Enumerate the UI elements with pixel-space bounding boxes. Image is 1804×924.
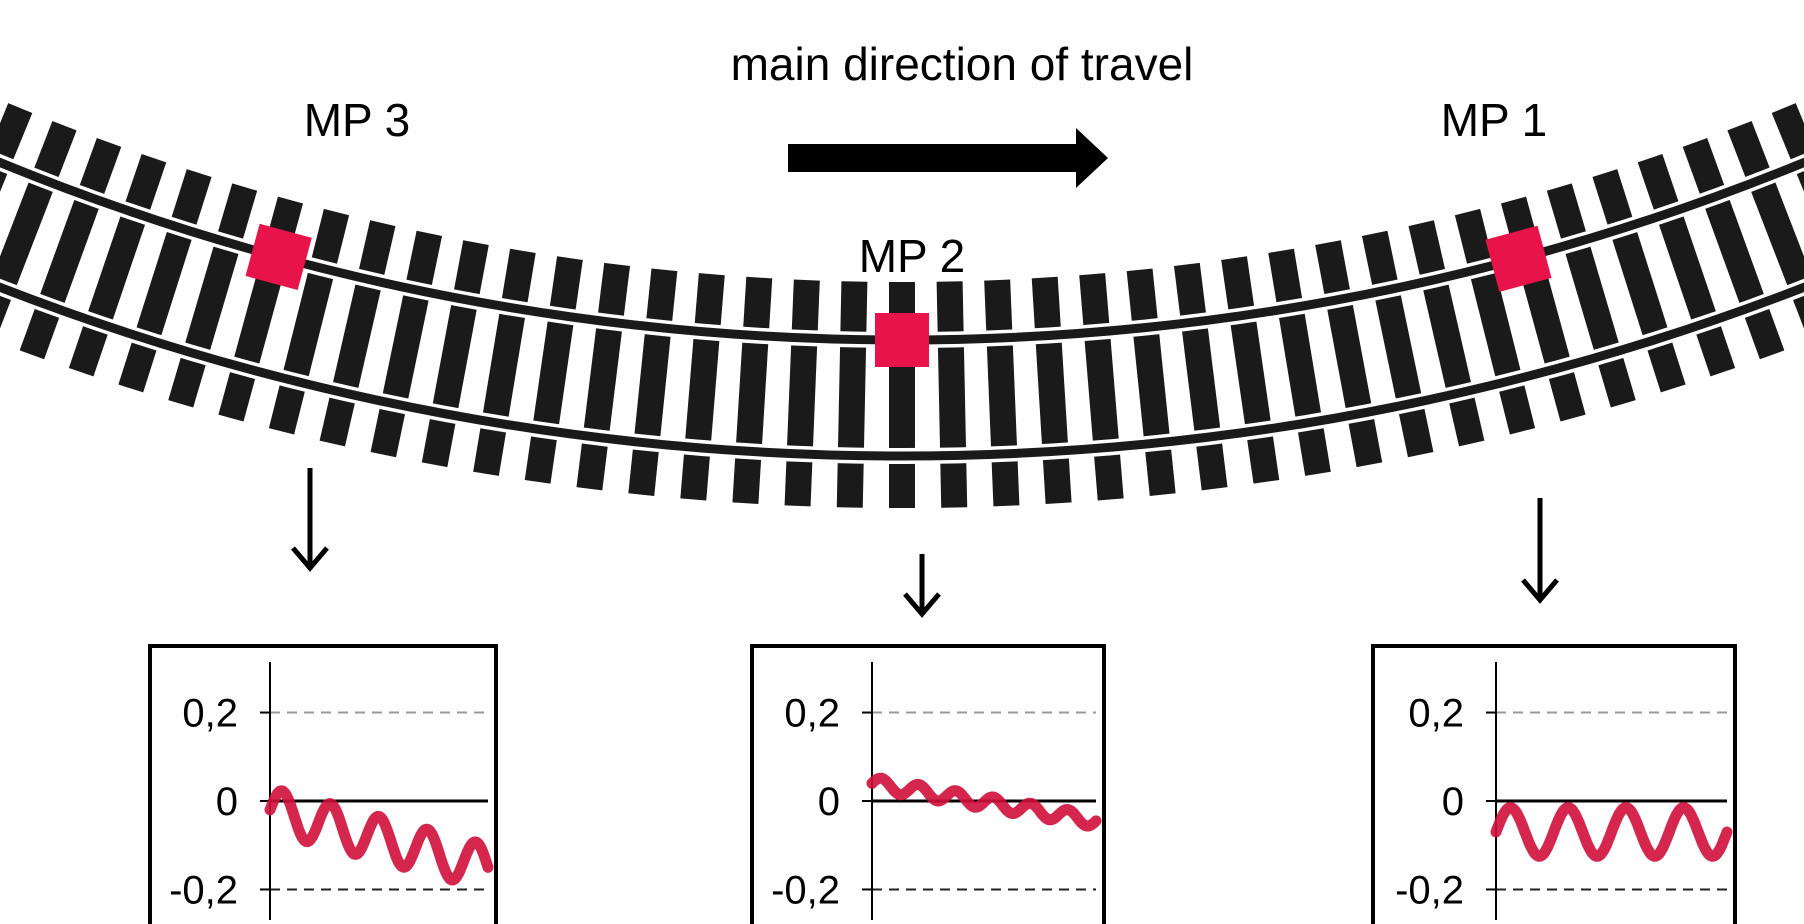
y-tick-label: -0,2 bbox=[1395, 868, 1464, 912]
sleeper bbox=[784, 279, 820, 507]
sleeper bbox=[370, 230, 443, 458]
measuring-point-marker bbox=[875, 313, 929, 367]
sleeper bbox=[1546, 183, 1636, 408]
sleeper bbox=[984, 279, 1020, 507]
sleeper bbox=[1727, 121, 1804, 329]
rail bbox=[0, 282, 1804, 461]
sleeper bbox=[1173, 262, 1228, 491]
sleeper bbox=[576, 262, 631, 491]
sleeper bbox=[732, 276, 773, 504]
measuring-point-markers bbox=[245, 223, 1552, 367]
sleeper bbox=[1637, 154, 1736, 377]
y-tick-label: 0 bbox=[818, 780, 840, 824]
sleeper bbox=[268, 208, 350, 435]
y-tick-label: 0 bbox=[216, 780, 238, 824]
sleeper bbox=[1315, 240, 1383, 468]
sleeper bbox=[0, 103, 33, 192]
mp1-plot: 0,2 0 -0,2 bbox=[1371, 644, 1737, 924]
sleeper bbox=[524, 256, 583, 484]
measuring-point-marker bbox=[1485, 225, 1552, 292]
sleeper bbox=[680, 273, 725, 501]
mp3-down-arrow bbox=[291, 468, 329, 572]
y-tick-label: -0,2 bbox=[169, 868, 238, 912]
direction-label: main direction of travel bbox=[731, 38, 1194, 90]
sleeper bbox=[421, 240, 489, 468]
sleeper bbox=[1126, 268, 1176, 496]
measuring-point-marker bbox=[245, 223, 312, 291]
y-tick-label: 0 bbox=[1442, 780, 1464, 824]
sleeper bbox=[1592, 169, 1686, 393]
sleeper bbox=[118, 169, 212, 393]
mp2-label: MP 2 bbox=[859, 230, 966, 282]
sleeper bbox=[1079, 273, 1124, 501]
sleeper bbox=[168, 183, 258, 408]
signal-trace bbox=[1490, 802, 1733, 862]
sleeper bbox=[1454, 208, 1536, 435]
sleeper bbox=[1221, 256, 1280, 484]
y-tick-label: 0,2 bbox=[1408, 692, 1464, 736]
sleeper bbox=[1682, 137, 1785, 360]
sleeper bbox=[1408, 220, 1485, 447]
y-tick-label: 0,2 bbox=[784, 692, 840, 736]
sleeper bbox=[1771, 103, 1804, 192]
direction-arrow bbox=[788, 128, 1108, 188]
y-tick-label: -0,2 bbox=[771, 868, 840, 912]
signal-trace bbox=[264, 785, 494, 886]
sleeper bbox=[68, 154, 167, 377]
sleeper bbox=[19, 137, 122, 360]
plot-frame bbox=[148, 644, 498, 924]
sleeper bbox=[1268, 248, 1331, 476]
mp3-plot: 0,2 0 -0,2 bbox=[148, 644, 498, 924]
y-tick-label: 0,2 bbox=[182, 692, 238, 736]
sleeper bbox=[836, 281, 868, 508]
sleeper bbox=[1361, 230, 1434, 458]
signal-trace bbox=[866, 772, 1102, 832]
sleeper bbox=[0, 121, 77, 329]
plot-frame bbox=[1371, 644, 1737, 924]
sleeper bbox=[936, 281, 968, 508]
mp1-down-arrow bbox=[1521, 498, 1559, 604]
mp1-label: MP 1 bbox=[1441, 94, 1548, 146]
mp2-down-arrow bbox=[903, 554, 941, 618]
mp2-plot: 0,2 0 -0,2 bbox=[750, 644, 1106, 924]
sleeper bbox=[473, 248, 536, 476]
sleeper bbox=[319, 220, 396, 447]
mp3-label: MP 3 bbox=[304, 94, 411, 146]
sleeper bbox=[628, 268, 678, 496]
sleeper bbox=[1031, 276, 1072, 504]
